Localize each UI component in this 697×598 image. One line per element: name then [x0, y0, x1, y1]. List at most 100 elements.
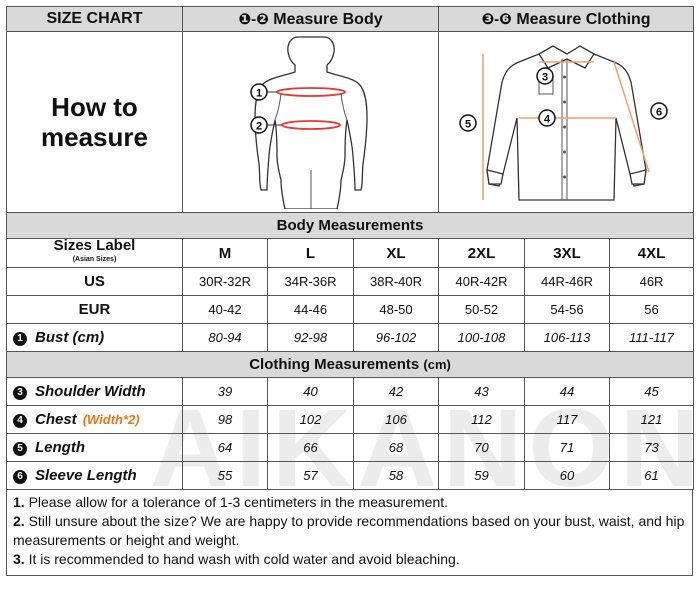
- table-cell: 40R-42R: [438, 267, 526, 296]
- table-cell: 50-52: [438, 295, 526, 324]
- table-cell: 48-50: [352, 295, 440, 324]
- table-cell: 44: [524, 377, 611, 406]
- how-to-line1: How to: [51, 92, 138, 122]
- size-chart: SIZE CHART ❶-❷ Measure Body ❸-❻ Measure …: [5, 6, 695, 576]
- shirt-figure-cell: 3 4 5 6: [438, 31, 695, 213]
- table-cell: 43: [438, 377, 526, 406]
- clothing-section-row: Clothing Measurements (cm): [5, 351, 695, 378]
- size-header: XL: [352, 238, 440, 268]
- body-figure-illustration: 1 2: [250, 36, 368, 210]
- table-cell: 111-117: [609, 323, 695, 352]
- table-cell: 121: [609, 405, 695, 434]
- size-header: M: [182, 238, 268, 268]
- marker-bullet: 6: [13, 470, 27, 484]
- sizes-row: Sizes Label(Asian Sizes) M L XL 2XL 3XL …: [6, 237, 695, 268]
- table-cell: 42: [352, 377, 440, 406]
- notes-box: 1. Please allow for a tolerance of 1-3 c…: [6, 490, 693, 576]
- table-cell: 39: [182, 377, 268, 406]
- size-header: 2XL: [438, 238, 526, 268]
- size-table: SIZE CHART ❶-❷ Measure Body ❸-❻ Measure …: [5, 6, 695, 490]
- table-cell: 66: [267, 433, 354, 462]
- table-cell: 102: [267, 405, 354, 434]
- table-cell: 64: [182, 433, 268, 462]
- table-cell: 73: [609, 433, 695, 462]
- marker-bullet: 5: [13, 442, 27, 456]
- chest-width-note: (Width*2): [82, 412, 140, 427]
- body-figure-cell: 1 2: [181, 31, 440, 213]
- table-cell: 59: [438, 461, 526, 490]
- body-section-row: Body Measurements: [5, 212, 695, 239]
- table-cell: 54-56: [524, 295, 611, 324]
- table-cell: 38R-40R: [352, 267, 440, 296]
- how-to-line2: measure: [41, 122, 148, 152]
- marker-bullet: 4: [13, 414, 27, 428]
- us-size-row: US 30R-32R 34R-36R 38R-40R 40R-42R 44R-4…: [6, 267, 695, 296]
- row-label: EUR: [6, 295, 183, 324]
- row-label: US: [6, 267, 183, 296]
- table-cell: 40: [267, 377, 354, 406]
- table-cell: 61: [609, 461, 695, 490]
- table-cell: 98: [182, 405, 268, 434]
- table-cell: 57: [267, 461, 354, 490]
- table-cell: 44R-46R: [524, 267, 611, 296]
- shirt-marker-3: 3: [542, 72, 548, 84]
- measure-body-heading: ❶-❷ Measure Body: [181, 6, 440, 32]
- table-cell: 80-94: [182, 323, 268, 352]
- sizes-label-cell: Sizes Label (Asian Sizes): [6, 237, 183, 268]
- note-item: 1. Please allow for a tolerance of 1-3 c…: [13, 494, 449, 510]
- shirt-marker-4: 4: [544, 114, 551, 126]
- table-cell: 44-46: [267, 295, 354, 324]
- table-cell: 68: [352, 433, 440, 462]
- table-cell: 55: [182, 461, 268, 490]
- sizes-label-sub: (Asian Sizes): [72, 256, 117, 263]
- table-cell: 45: [609, 377, 695, 406]
- body-measurements-heading: Body Measurements: [5, 212, 695, 239]
- table-cell: 106-113: [524, 323, 611, 352]
- marker-bullet: 1: [13, 332, 27, 346]
- table-cell: 70: [438, 433, 526, 462]
- chart-header-row: SIZE CHART ❶-❷ Measure Body ❸-❻ Measure …: [6, 6, 695, 32]
- size-header: L: [267, 238, 354, 268]
- note-item: 3. It is recommended to hand wash with c…: [13, 551, 460, 567]
- body-marker-1: 1: [256, 88, 262, 100]
- shirt-figure-illustration: 3 4 5 6: [459, 45, 668, 201]
- shirt-marker-6: 6: [656, 107, 662, 119]
- measure-clothing-heading: ❸-❻ Measure Clothing: [438, 6, 695, 32]
- table-cell: 106: [352, 405, 440, 434]
- chart-title: SIZE CHART: [6, 6, 183, 32]
- table-cell: 40-42: [182, 295, 268, 324]
- table-cell: 56: [609, 295, 695, 324]
- table-cell: 34R-36R: [267, 267, 354, 296]
- table-cell: 71: [524, 433, 611, 462]
- table-cell: 58: [352, 461, 440, 490]
- table-cell: 92-98: [267, 323, 354, 352]
- note-item: 2. Still unsure about the size? We are h…: [13, 513, 685, 548]
- size-header: 3XL: [524, 238, 611, 268]
- table-cell: 117: [524, 405, 611, 434]
- table-cell: 60: [524, 461, 611, 490]
- size-header: 4XL: [609, 238, 695, 268]
- sizes-label: Sizes Label: [53, 237, 136, 254]
- shirt-marker-5: 5: [465, 119, 471, 131]
- table-cell: 96-102: [352, 323, 440, 352]
- clothing-measurements-heading: Clothing Measurements (cm): [5, 351, 695, 378]
- table-cell: 30R-32R: [182, 267, 268, 296]
- body-marker-2: 2: [256, 121, 262, 133]
- table-cell: 100-108: [438, 323, 526, 352]
- table-cell: 46R: [609, 267, 695, 296]
- marker-bullet: 3: [13, 386, 27, 400]
- table-cell: 112: [438, 405, 526, 434]
- eur-size-row: EUR 40-42 44-46 48-50 50-52 54-56 56: [6, 295, 695, 324]
